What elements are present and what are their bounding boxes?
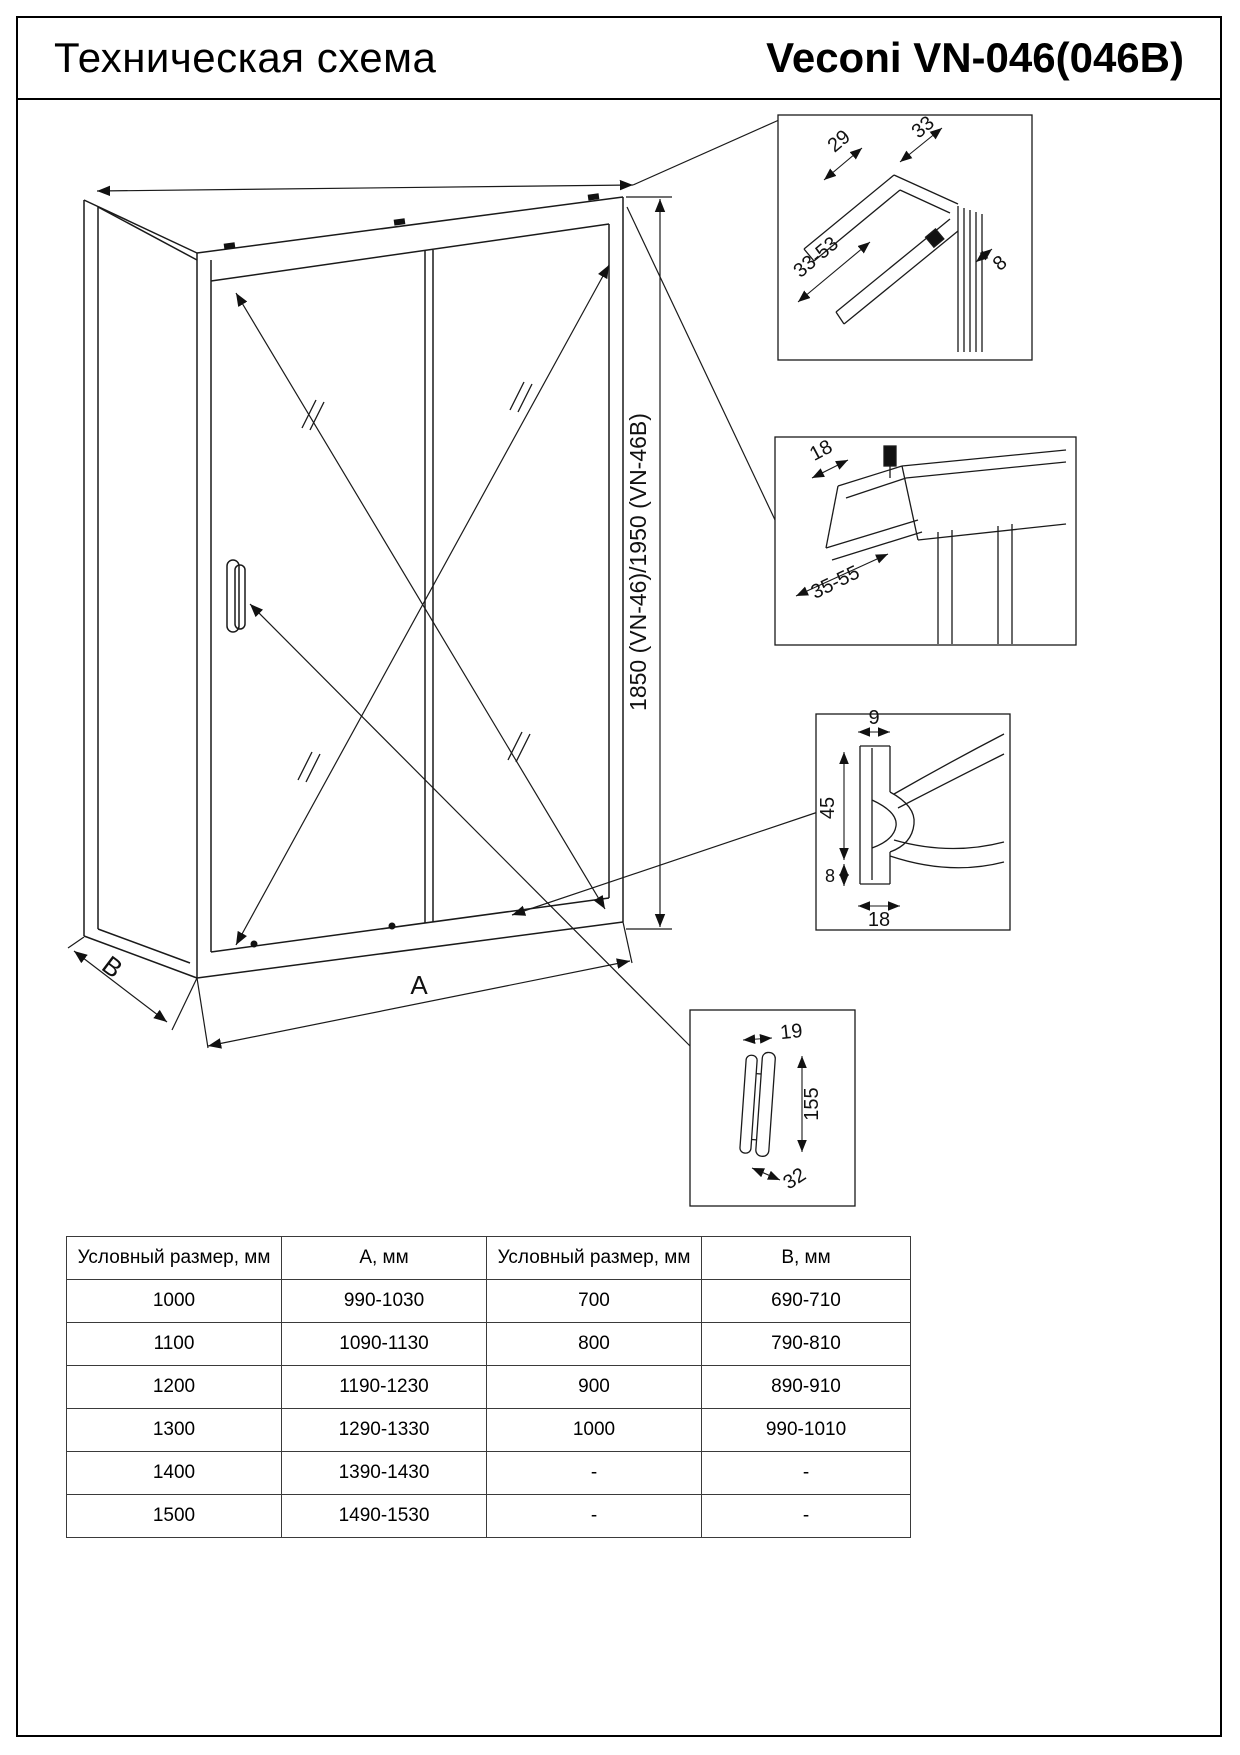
table-row: 1500 1490-1530 - -	[66, 1494, 911, 1538]
table-cell: 1290-1330	[281, 1408, 487, 1452]
table-cell: 1400	[66, 1451, 282, 1495]
table-cell: 1190-1230	[281, 1365, 487, 1409]
table-cell: -	[701, 1451, 911, 1495]
table-cell: -	[486, 1451, 702, 1495]
table-header-cell: Условный размер, мм	[486, 1236, 702, 1280]
glass-marks	[297, 381, 533, 783]
table-cell: 800	[486, 1322, 702, 1366]
page-title: Техническая схема	[54, 34, 437, 81]
dim-height-label: 1850 (VN-46)/1950 (VN-46B)	[625, 413, 651, 711]
door-handle	[226, 559, 246, 633]
table-cell: 690-710	[701, 1279, 911, 1323]
frame-brackets	[223, 193, 600, 948]
table-cell: 1300	[66, 1408, 282, 1452]
table-cell: 1500	[66, 1494, 282, 1538]
detail-handle-dims	[742, 1034, 807, 1181]
table-cell: 1000	[486, 1408, 702, 1452]
table-cell: -	[486, 1494, 702, 1538]
detail-box-wall-profile	[774, 436, 1077, 646]
table-cell: 900	[486, 1365, 702, 1409]
table-cell: 890-910	[701, 1365, 911, 1409]
detail-bottom-profile-drawing	[839, 727, 1005, 911]
model-name: Veconi VN-046(046B)	[766, 34, 1184, 81]
dim-width-label: А	[410, 970, 428, 1000]
detail4-dim-19: 19	[779, 1020, 803, 1044]
table-cell: 700	[486, 1279, 702, 1323]
table-cell: 790-810	[701, 1322, 911, 1366]
table-header-row: Условный размер, мм А, мм Условный разме…	[66, 1236, 911, 1280]
table-header-cell: А, мм	[281, 1236, 487, 1280]
dim-depth-label: B	[96, 950, 128, 984]
table-header-cell: В, мм	[701, 1236, 911, 1280]
sheet-border	[16, 16, 1222, 1737]
detail-box-top-profile	[777, 114, 1033, 361]
table-header-cell: Условный размер, мм	[66, 1236, 282, 1280]
detail3-dim-8: 8	[825, 866, 835, 886]
detail3-dim-45: 45	[817, 797, 839, 819]
detail-handle-drawing	[739, 1051, 776, 1157]
table-row: 1200 1190-1230 900 890-910	[66, 1365, 911, 1409]
table-cell: 1390-1430	[281, 1451, 487, 1495]
table-cell: 1000	[66, 1279, 282, 1323]
table-row: 1100 1090-1130 800 790-810	[66, 1322, 911, 1366]
table-cell: 1200	[66, 1365, 282, 1409]
table-cell: 990-1030	[281, 1279, 487, 1323]
sheet-header: Техническая схема Veconi VN-046(046B)	[18, 18, 1220, 100]
size-table: Условный размер, мм А, мм Условный разме…	[66, 1236, 911, 1538]
table-row: 1000 990-1030 700 690-710	[66, 1279, 911, 1323]
detail-wall-profile-drawing	[795, 445, 1067, 644]
table-cell: 1090-1130	[281, 1322, 487, 1366]
detail-top-profile-drawing	[797, 127, 993, 352]
table-row: 1400 1390-1430 - -	[66, 1451, 911, 1495]
detail3-dim-18: 18	[868, 909, 890, 931]
table-cell: 990-1010	[701, 1408, 911, 1452]
table-cell: 1490-1530	[281, 1494, 487, 1538]
main-dimensions	[67, 119, 819, 1049]
detail3-dim-9: 9	[868, 707, 879, 729]
detail4-dim-155: 155	[801, 1087, 823, 1120]
shower-enclosure-drawing	[83, 196, 624, 979]
table-row: 1300 1290-1330 1000 990-1010	[66, 1408, 911, 1452]
table-cell: 1100	[66, 1322, 282, 1366]
table-cell: -	[701, 1494, 911, 1538]
